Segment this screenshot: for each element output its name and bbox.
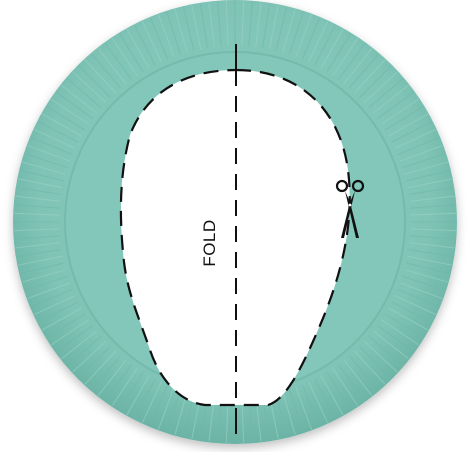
fold-label: FOLD <box>200 219 219 266</box>
